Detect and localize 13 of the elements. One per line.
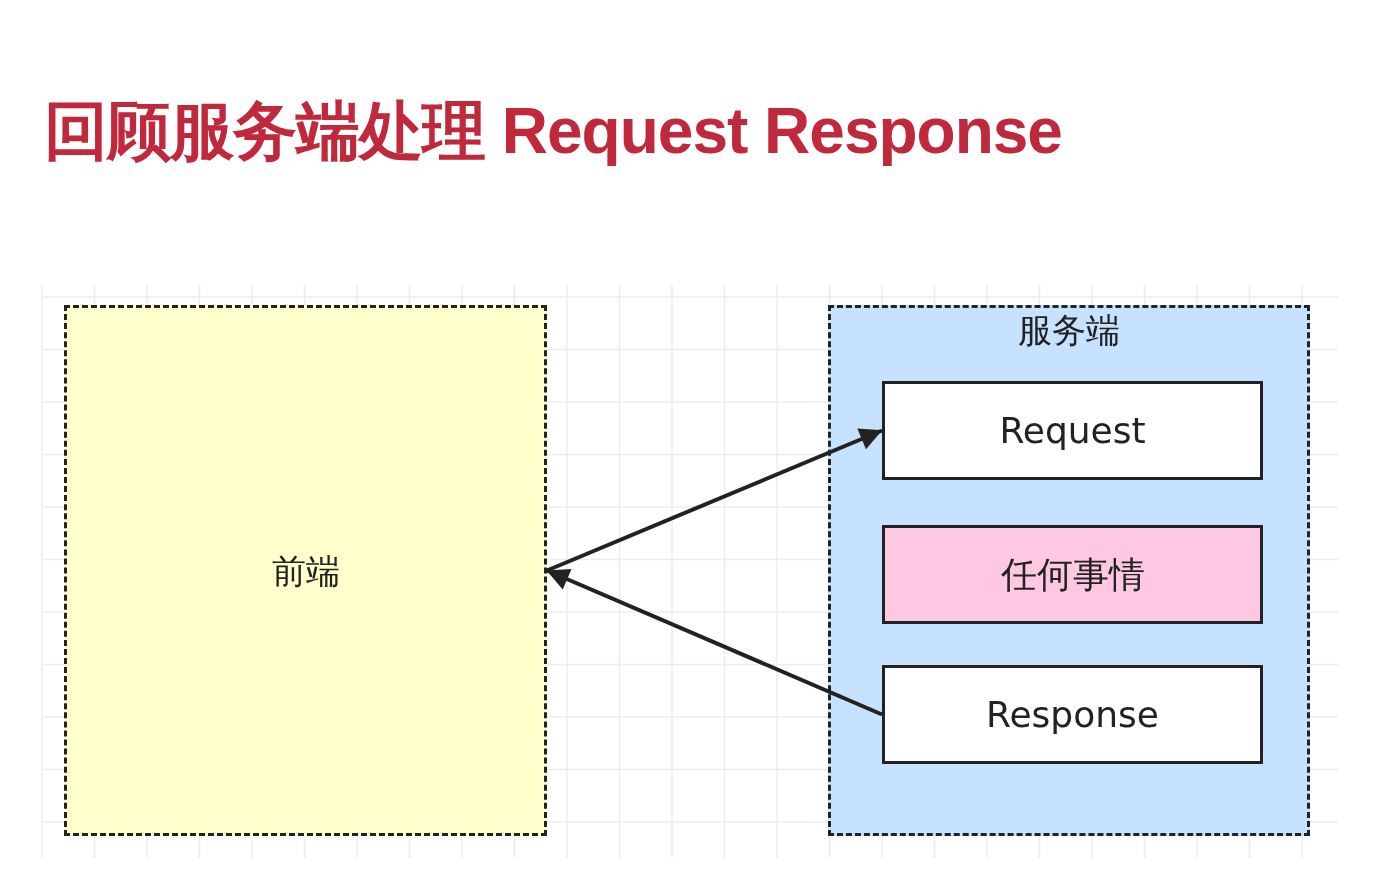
frontend-container: [64, 305, 547, 836]
server-container: [828, 305, 1310, 836]
container-heading: 服务端: [1018, 310, 1120, 351]
node-label: Response: [986, 692, 1159, 737]
process-box: [882, 381, 1263, 480]
arrow: [546, 428, 883, 573]
title: 回顾服务端处理 Request Response: [44, 94, 1062, 169]
node-label: 任何事情: [1000, 552, 1145, 597]
arrow: [546, 568, 883, 717]
node-label: Request: [999, 408, 1146, 453]
process-box: [882, 525, 1263, 624]
node-label: 前端: [271, 550, 340, 591]
process-box: [882, 665, 1263, 764]
